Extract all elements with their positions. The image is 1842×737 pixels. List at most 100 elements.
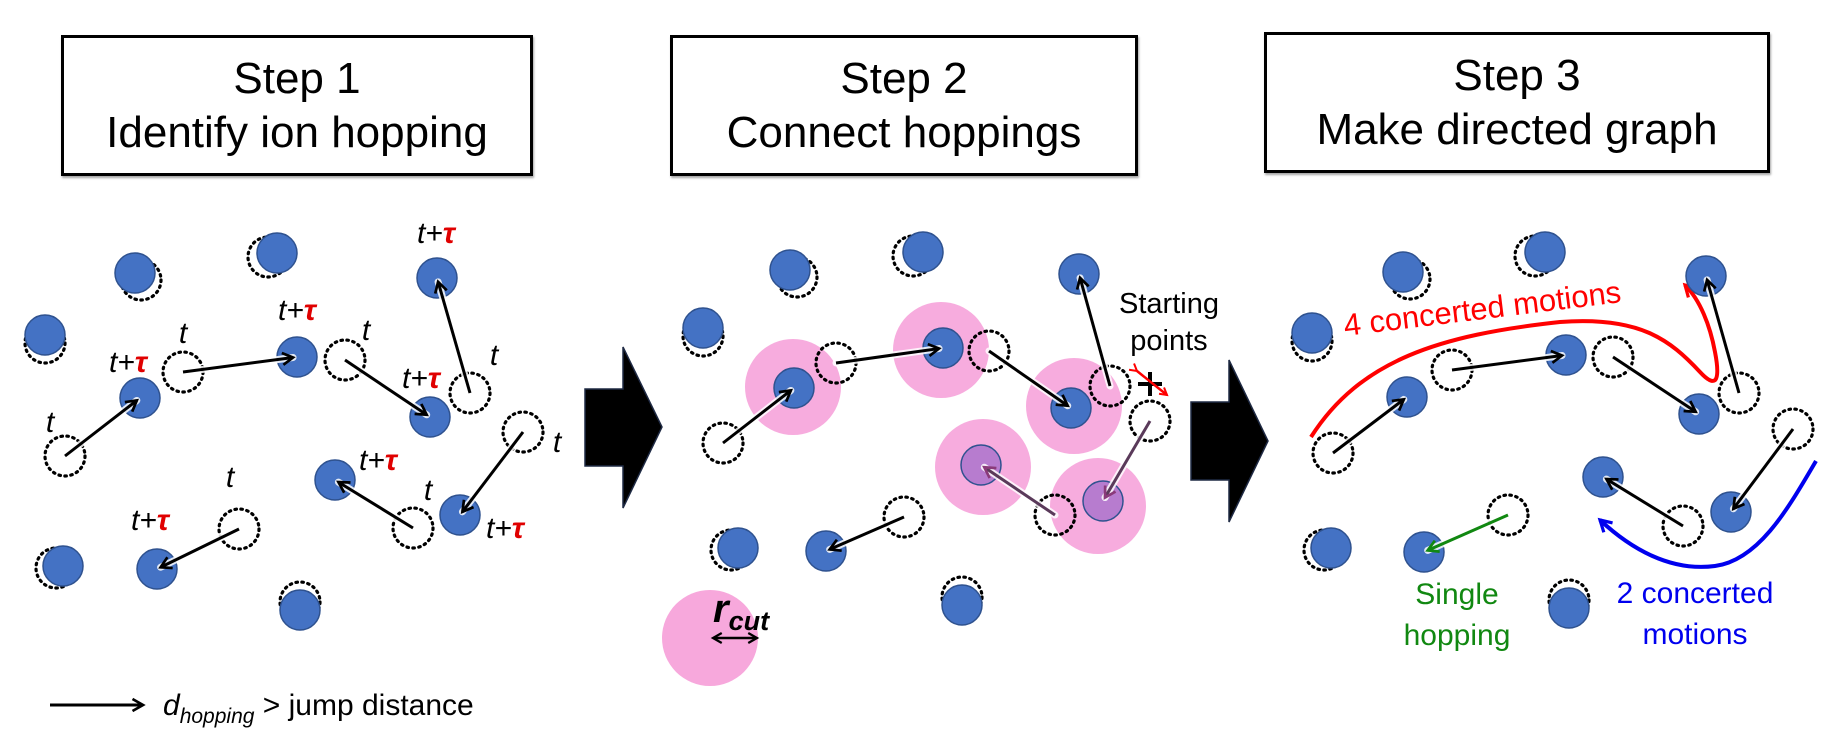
ion bbox=[114, 252, 156, 294]
time-t-plus: t+ bbox=[417, 217, 443, 250]
time-tau: τ bbox=[443, 217, 457, 250]
hop-arrow bbox=[64, 398, 139, 458]
hop-arrow bbox=[1425, 513, 1509, 553]
ion bbox=[1050, 387, 1092, 429]
time-label-t-plus-tau: t+τ bbox=[402, 362, 442, 395]
previous-position bbox=[391, 506, 435, 550]
ion bbox=[717, 527, 759, 569]
hop-arrow bbox=[988, 349, 1070, 408]
hop-arrow bbox=[344, 358, 429, 417]
time-t-plus: t+ bbox=[278, 294, 304, 327]
previous-position bbox=[1771, 407, 1815, 451]
blue-path-label-line2: motions bbox=[1642, 618, 1747, 651]
step-2-box: Step 2 Connect hoppings bbox=[670, 35, 1138, 176]
hop-arrow bbox=[1702, 277, 1741, 394]
previous-position bbox=[448, 371, 492, 415]
step-2-number: Step 2 bbox=[840, 53, 968, 103]
previous-position bbox=[1311, 431, 1355, 475]
time-tau: τ bbox=[135, 346, 149, 379]
step-transition-arrow-1 bbox=[584, 346, 663, 509]
time-t-plus: t+ bbox=[486, 512, 512, 545]
ion bbox=[1291, 312, 1333, 354]
ion bbox=[1058, 253, 1100, 295]
starting-points-label-line1: Starting bbox=[1119, 288, 1219, 320]
time-tau: τ bbox=[304, 294, 318, 327]
previous-position bbox=[967, 329, 1011, 373]
previous-position bbox=[1661, 504, 1705, 548]
step-2-description: Connect hoppings bbox=[726, 107, 1082, 157]
time-label-t-plus-tau: t+τ bbox=[486, 512, 526, 545]
path-curves-layer bbox=[1309, 282, 1818, 569]
previous-position bbox=[43, 434, 87, 478]
previous-position bbox=[217, 507, 261, 551]
previous-position bbox=[1033, 493, 1077, 537]
hop-arrow bbox=[182, 351, 296, 374]
step-transition-arrow-2 bbox=[1190, 359, 1269, 523]
starting-points-label-line2: points bbox=[1130, 325, 1207, 357]
legend-d-subscript: hopping bbox=[180, 705, 255, 728]
hop-arrow bbox=[158, 527, 240, 570]
ion bbox=[256, 232, 298, 274]
time-tau: τ bbox=[428, 362, 442, 395]
previous-position bbox=[681, 314, 725, 358]
previous-position bbox=[1128, 399, 1172, 443]
time-t-plus: t+ bbox=[402, 362, 428, 395]
hop-arrow bbox=[1451, 349, 1565, 372]
concerted-path-blue bbox=[1597, 459, 1818, 569]
time-label-t-plus-tau: t+τ bbox=[109, 346, 149, 379]
hop-arrow bbox=[722, 388, 793, 445]
time-label-t: t bbox=[362, 314, 372, 347]
ion bbox=[1524, 231, 1566, 273]
ion bbox=[682, 307, 724, 349]
ion bbox=[136, 548, 178, 590]
ion bbox=[42, 545, 84, 587]
ion bbox=[24, 314, 66, 356]
hop-arrow bbox=[1731, 428, 1795, 511]
rcut-symbol: r bbox=[713, 587, 731, 631]
legend-d-symbol: d bbox=[163, 689, 181, 722]
previous-position bbox=[1290, 319, 1334, 363]
ion bbox=[416, 257, 458, 299]
legend-relation: > jump distance bbox=[254, 689, 473, 722]
concerted-path-red bbox=[1309, 282, 1720, 439]
step-3-description: Make directed graph bbox=[1316, 104, 1718, 154]
time-tau: τ bbox=[512, 512, 526, 545]
previous-position bbox=[323, 338, 367, 382]
hop-arrow bbox=[1075, 275, 1112, 387]
time-labels-layer: tt+τtt+τtt+τtt+τtt+τtt+τtt+τ bbox=[46, 217, 563, 545]
ion bbox=[1582, 456, 1624, 498]
ion bbox=[1685, 255, 1727, 297]
previous-position bbox=[501, 410, 545, 454]
time-label-t: t bbox=[424, 474, 434, 507]
previous-position bbox=[23, 321, 67, 365]
ion bbox=[805, 530, 847, 572]
hop-arrow bbox=[1612, 355, 1698, 414]
legend-text: dhopping > jump distance bbox=[163, 689, 474, 728]
time-label-t: t bbox=[226, 461, 236, 494]
ion bbox=[1310, 527, 1352, 569]
blue-path-label-line1: 2 concerted bbox=[1617, 577, 1774, 610]
time-tau: τ bbox=[385, 444, 399, 477]
time-label-t: t bbox=[553, 426, 563, 459]
time-label-t-plus-tau: t+τ bbox=[359, 444, 399, 477]
rcut-legend-sphere bbox=[662, 590, 758, 686]
ion bbox=[409, 396, 451, 438]
hop-arrow bbox=[1103, 420, 1152, 500]
step-1-box: Step 1 Identify ion hopping bbox=[61, 35, 533, 176]
hop-arrow bbox=[982, 465, 1056, 517]
step-3-box: Step 3 Make directed graph bbox=[1264, 32, 1770, 173]
ion bbox=[1548, 587, 1590, 629]
previous-position bbox=[701, 421, 745, 465]
time-t-plus: t+ bbox=[131, 504, 157, 537]
ion bbox=[1678, 393, 1720, 435]
ion bbox=[1082, 480, 1124, 522]
single-hopping-label-line2: hopping bbox=[1404, 619, 1511, 652]
hop-arrows-layer bbox=[61, 274, 1797, 571]
time-label-t-plus-tau: t+τ bbox=[417, 217, 457, 250]
ion bbox=[279, 589, 321, 631]
previous-position bbox=[1591, 335, 1635, 379]
hop-arrow bbox=[433, 279, 472, 394]
hop-arrow bbox=[1332, 397, 1406, 455]
